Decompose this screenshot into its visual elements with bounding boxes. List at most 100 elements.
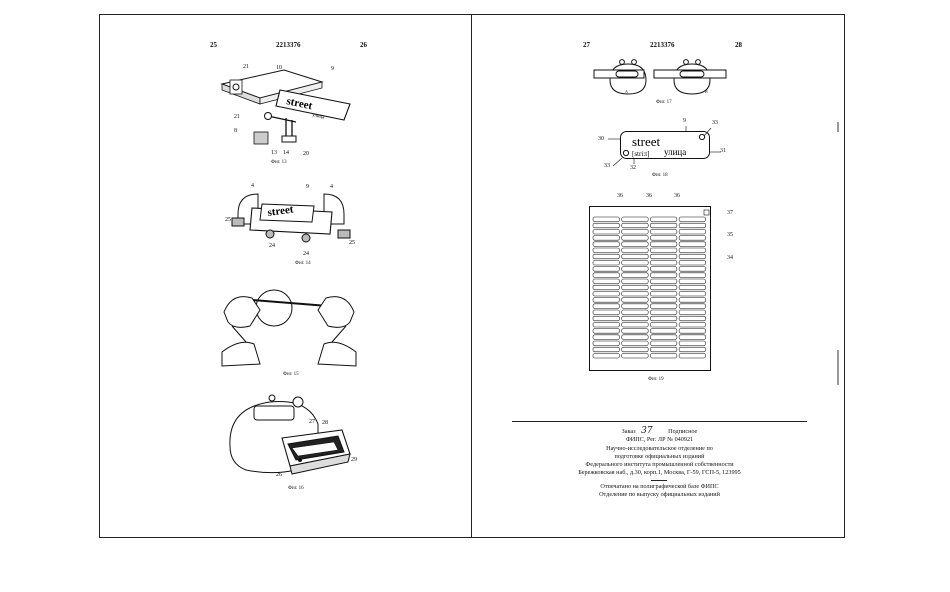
label-cell (678, 284, 706, 291)
label-cell (592, 222, 620, 229)
fig18-word-en: street (632, 134, 661, 149)
label-cell (678, 216, 706, 222)
colophon-order-row: Заказ 37 Подписное (512, 427, 807, 436)
fig16-label-27: 27 (309, 419, 315, 425)
label-cell (592, 241, 620, 247)
label-cell (678, 272, 706, 278)
label-cell (650, 297, 678, 303)
order-label: Заказ (621, 428, 636, 435)
fig14-label-4a: 4 (251, 183, 254, 189)
order-number-handwritten: 37 (641, 426, 653, 436)
fig19-label-36b: 36 (646, 193, 652, 199)
label-cell (621, 272, 649, 278)
label-cell (621, 291, 649, 297)
label-cell (678, 340, 706, 346)
fig19-caption: Фиг. 19 (648, 377, 664, 382)
fig13-label-13: 13 (271, 150, 277, 156)
fig13-label-8: 8 (234, 128, 237, 134)
fig16-label-29: 29 (351, 457, 357, 463)
label-cell (592, 247, 620, 253)
label-cell (678, 297, 706, 303)
label-cell (592, 303, 620, 309)
printed-line-2: Отделение по выпуску официальных изданий (599, 491, 720, 499)
label-cell (650, 315, 678, 322)
fig16-drawing (229, 394, 351, 475)
printed-line-1: Отпечатано на полиграфической базе ФИПС (600, 482, 719, 490)
label-cell (678, 322, 706, 328)
left-patent-number: 2213376 (276, 41, 301, 49)
label-cell (592, 253, 620, 260)
label-cell (592, 346, 620, 353)
fig14-caption: Фиг. 14 (295, 261, 311, 266)
label-cell (621, 303, 649, 309)
label-cell (678, 260, 706, 266)
fig13-label-10: 10 (276, 65, 282, 71)
label-cell (621, 297, 649, 303)
label-cell (592, 216, 620, 222)
label-cell (592, 353, 620, 359)
fig19-label-35: 35 (727, 232, 733, 238)
colophon-top-rule (512, 421, 807, 422)
fig17-caption: Фиг. 17 (656, 100, 672, 105)
label-cell (621, 284, 649, 291)
fig15-drawing (221, 289, 357, 367)
colophon-line-3: подготовке официальных изданий (614, 452, 705, 460)
fig13-label-21b: 21 (234, 114, 240, 120)
label-cell (650, 346, 678, 353)
label-cell (621, 266, 649, 272)
colophon-line-5: Бережковская наб., д.30, корп.1, Москва,… (578, 469, 741, 477)
fig13-label-9: 9 (331, 66, 334, 72)
fig13-caption: Фиг. 13 (271, 160, 287, 165)
label-cell (592, 309, 620, 315)
label-cell (621, 216, 649, 222)
fig17-label-b: B (705, 89, 708, 94)
subscription-label: Подписное (668, 428, 698, 435)
right-patent-number: 2213376 (650, 41, 675, 49)
left-page-number-26: 26 (360, 41, 367, 49)
fig18-label-9: 9 (683, 118, 686, 124)
colophon-line-4: Федерального института промышленной собс… (585, 461, 734, 469)
right-page-number-28: 28 (735, 41, 742, 49)
fig13-label-20: 20 (303, 151, 309, 157)
fig19-label-34: 34 (727, 255, 733, 261)
label-cell (621, 222, 649, 229)
fig13-label-14: 14 (283, 150, 289, 156)
label-cell (650, 284, 678, 291)
label-cell (592, 235, 620, 241)
fig16-caption: Фиг. 16 (288, 486, 304, 491)
colophon-line-1: ФИПС, Рег. ЛР № 040921 (625, 436, 694, 444)
fig18-label-33b: 33 (604, 163, 610, 169)
label-cell (592, 340, 620, 346)
label-cell (621, 241, 649, 247)
label-cell (650, 328, 678, 334)
page-gutter (471, 14, 472, 538)
label-cell (650, 216, 678, 222)
label-cell (650, 247, 678, 253)
fig19-label-36c: 36 (674, 193, 680, 199)
label-cell (678, 309, 706, 315)
fig19-label-36a: 36 (617, 193, 623, 199)
label-cell (678, 328, 706, 334)
colophon-separator (512, 478, 807, 483)
label-cell (621, 278, 649, 284)
label-cell (650, 278, 678, 284)
left-page-number-25: 25 (210, 41, 217, 49)
label-cell (678, 303, 706, 309)
label-cell (678, 315, 706, 322)
fig13-label-21a: 21 (243, 64, 249, 70)
fig14-label-24b: 24 (303, 251, 309, 257)
label-cell (592, 315, 620, 322)
label-cell (621, 260, 649, 266)
colophon-line-2: Научно-исследовательское отделение по (606, 444, 713, 452)
fig17-drawing (593, 59, 727, 95)
label-cell (621, 340, 649, 346)
label-cell (650, 303, 678, 309)
fig16-label-28: 28 (322, 420, 328, 426)
fig17-label-a: A (625, 89, 628, 94)
label-cell (678, 278, 706, 284)
fig13-drawing: street улица (220, 69, 351, 145)
label-cell (678, 346, 706, 353)
fig18-label-31: 31 (720, 148, 726, 154)
fig18-label-32: 32 (630, 165, 636, 171)
label-cell (592, 328, 620, 334)
